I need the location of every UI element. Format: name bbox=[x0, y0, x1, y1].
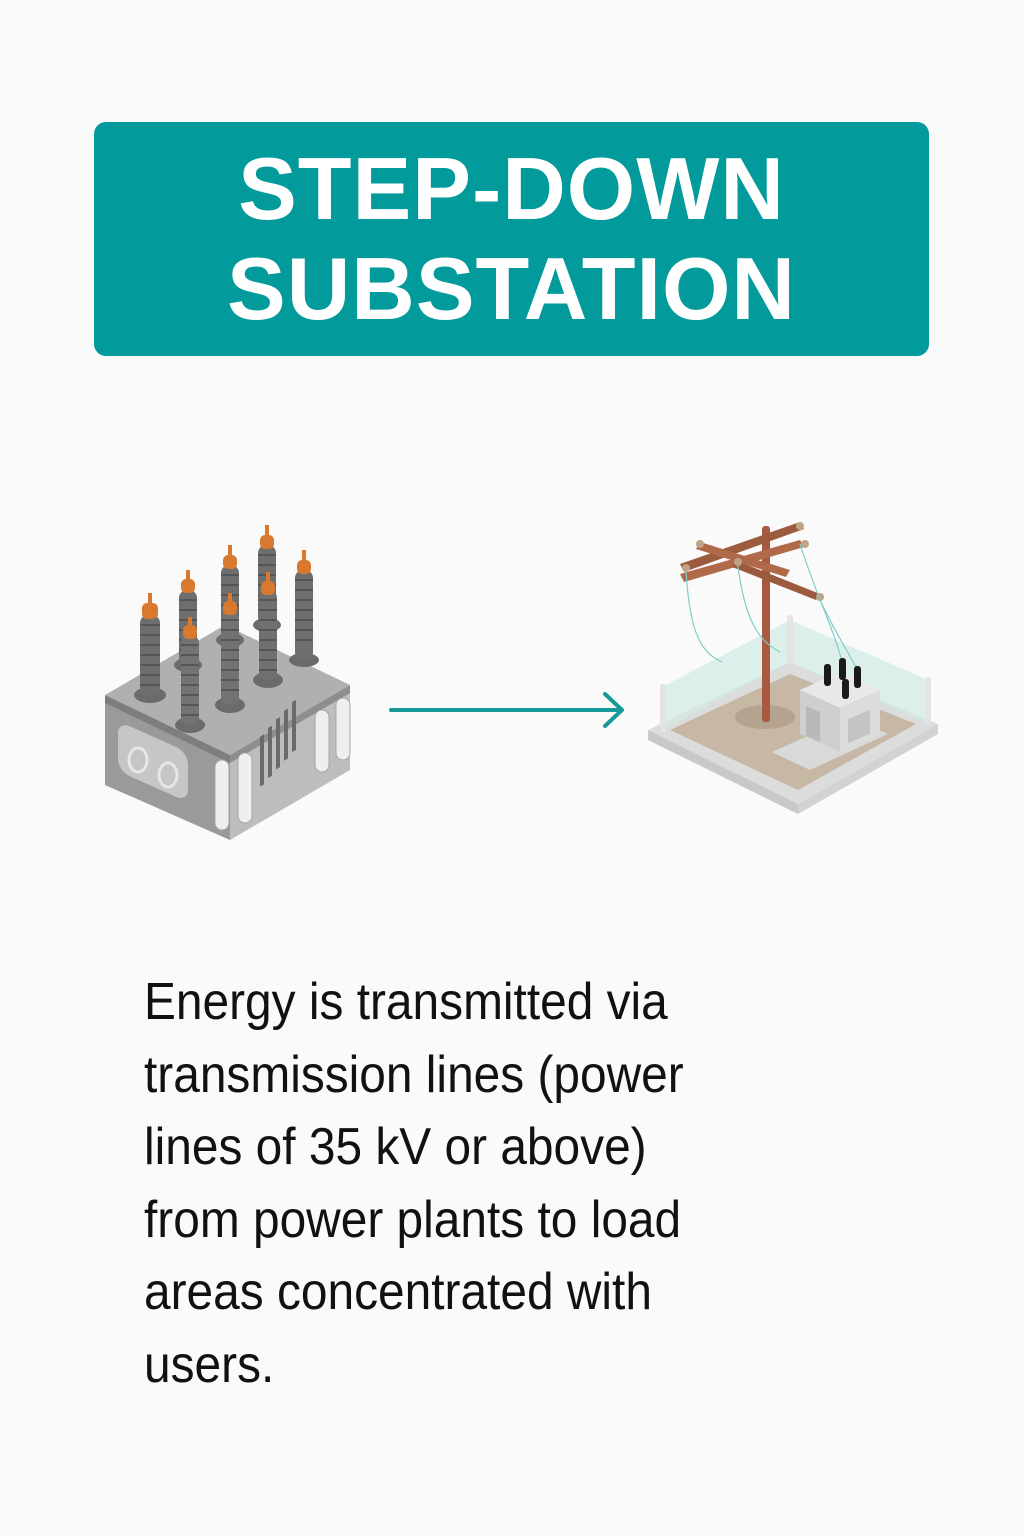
distribution-substation-icon bbox=[648, 522, 938, 814]
description-line: users. bbox=[144, 1335, 275, 1394]
description-line: areas concentrated with bbox=[144, 1263, 652, 1321]
title-line-1: STEP-DOWN bbox=[238, 139, 785, 238]
title-banner: STEP-DOWN SUBSTATION bbox=[94, 122, 929, 356]
arrow-right-icon bbox=[389, 692, 624, 728]
description-line: lines of 35 kV or above) bbox=[144, 1118, 647, 1176]
title-line-2: SUBSTATION bbox=[227, 239, 796, 338]
description-line: transmission lines (power bbox=[144, 1045, 684, 1104]
description-line: Energy is transmitted via bbox=[144, 973, 668, 1031]
power-transformer-icon bbox=[105, 525, 351, 840]
description-text: Energy is transmitted via transmission l… bbox=[144, 966, 904, 1401]
description-line: from power plants to load bbox=[144, 1190, 682, 1249]
